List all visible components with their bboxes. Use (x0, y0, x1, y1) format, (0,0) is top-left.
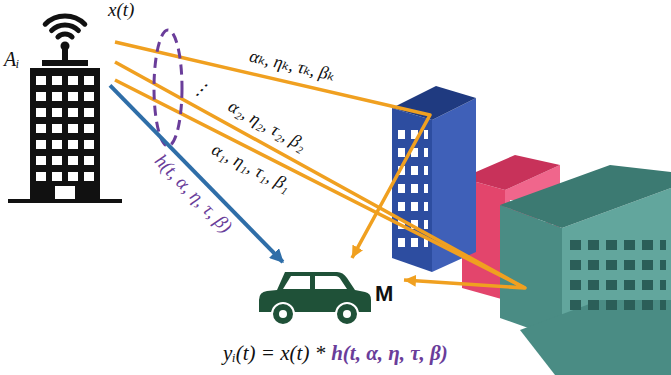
antenna-base (42, 60, 88, 66)
building-roof (500, 165, 671, 228)
antenna-mast (62, 46, 68, 62)
path-parameter-label: α₁, η₁, τ₁, β₁ (208, 140, 293, 196)
car-icon (259, 272, 371, 325)
building-roof (462, 155, 560, 190)
node-label: M (375, 282, 393, 306)
node-label: Aᵢ (4, 48, 19, 70)
blue-building (392, 86, 476, 272)
wifi-arc (45, 16, 85, 24)
car-window (315, 276, 347, 289)
building-face (392, 108, 432, 272)
path-parameter-label: x(t) (108, 0, 134, 21)
building-roof (392, 86, 476, 120)
tower-windows (36, 76, 94, 182)
path-parameter-label: ⋮ (187, 77, 212, 103)
equation-part: yᵢ(t) = x(t) * (223, 342, 325, 365)
path-parameter-label: α₂, η₂, τ₂, β₂ (224, 97, 309, 156)
path-group-ellipse (154, 30, 182, 146)
car-hub (343, 310, 351, 318)
car-hub (279, 310, 287, 318)
equation-part: h(t, α, η, τ, β) (331, 342, 448, 365)
wifi-arc (58, 34, 72, 37)
ground-line (8, 199, 122, 203)
wifi-arc (52, 25, 79, 31)
tower-body (30, 68, 100, 200)
reflected-ray (115, 80, 525, 288)
vehicle: M (255, 262, 400, 334)
car-wheel (272, 303, 294, 325)
path-parameter-label: αₖ, ηₖ, τₖ, βₖ (247, 46, 336, 85)
car-wheel (336, 303, 358, 325)
reflected-ray (115, 62, 525, 288)
car-window (283, 276, 310, 289)
base-station: Aᵢ (2, 20, 110, 202)
building-windows (570, 240, 666, 320)
green-building (500, 165, 671, 375)
reflected-paths (115, 42, 525, 288)
base-station-icon (8, 16, 122, 201)
tower-door (55, 186, 75, 200)
